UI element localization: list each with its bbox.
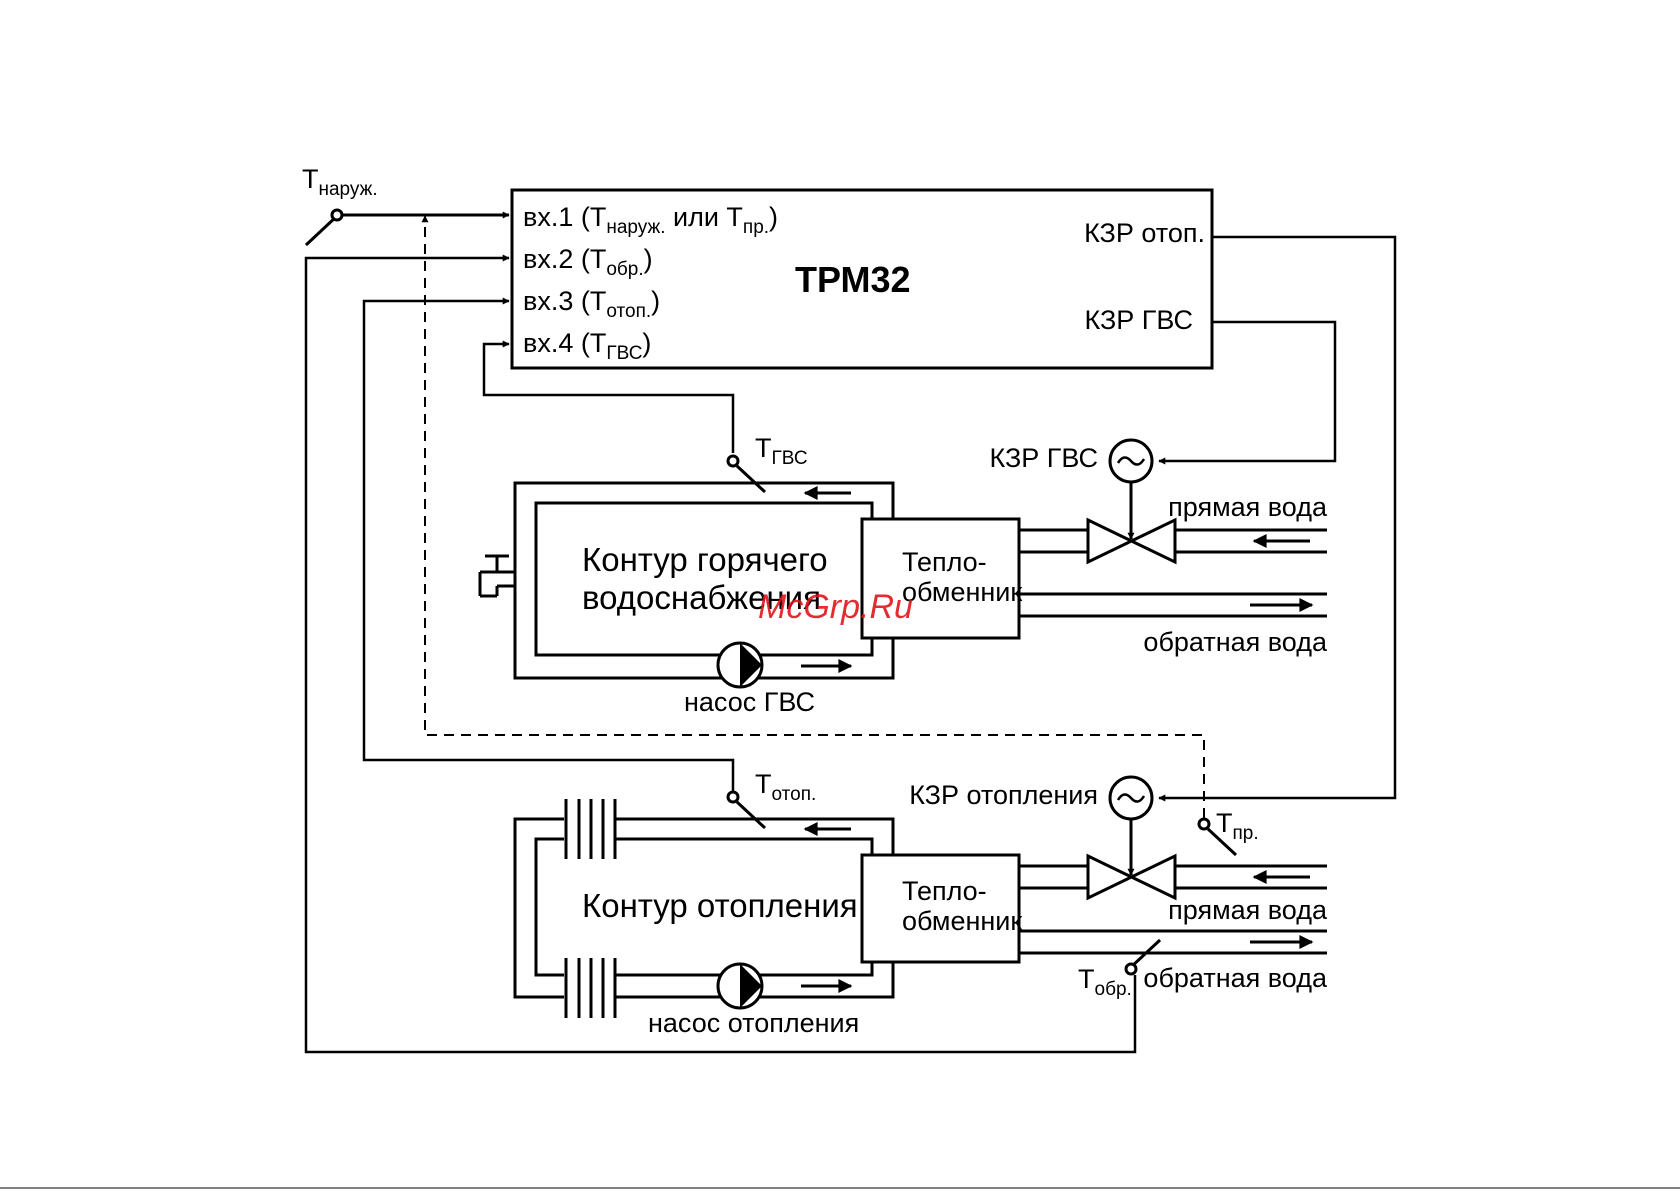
- heating-circuit: Контур отопления Tотоп.: [513, 769, 1328, 1038]
- controller-title: ТРМ32: [795, 259, 911, 300]
- heating-exchanger-label-line1: Тепло-: [902, 876, 987, 906]
- dhw-valve-control-link: [1158, 320, 1337, 465]
- heating-sensor-label: Tотоп.: [755, 769, 816, 805]
- dhw-valve-actuator-icon: [1108, 438, 1154, 484]
- heating-sensor-link: [362, 297, 735, 791]
- dhw-return-water-label: обратная вода: [1143, 627, 1328, 657]
- heating-supply-water-label: прямая вода: [1168, 895, 1328, 925]
- dhw-valve-label: КЗР ГВС: [990, 443, 1098, 473]
- heating-pump-label: насос отопления: [648, 1008, 859, 1038]
- outdoor-sensor-label: Tнаруж.: [302, 164, 378, 200]
- heating-sensor: Tотоп.: [726, 769, 816, 830]
- return-sensor-label: Tобр.: [1078, 964, 1132, 1000]
- heating-valve-control-link: [1158, 235, 1397, 802]
- supply-sensor-link: [421, 215, 1205, 818]
- dhw-exchanger-label-line2: обменник: [902, 577, 1022, 607]
- outdoor-sensor: Tнаруж.: [302, 164, 510, 247]
- dhw-exchanger-label-line1: Тепло-: [902, 547, 987, 577]
- dhw-circuit-name-line1: Контур горячего: [582, 541, 828, 578]
- input-3-label: вх.3 (Tотоп.): [523, 286, 660, 322]
- watermark: McGrp.Ru: [758, 588, 913, 626]
- heating-valve-label: КЗР отопления: [909, 780, 1098, 810]
- return-sensor-link: [304, 254, 1137, 1054]
- heating-pump-icon: [716, 962, 764, 1010]
- dhw-pump-label: насос ГВС: [684, 687, 815, 717]
- dhw-valve-icon: [1086, 482, 1177, 565]
- dhw-sensor-label: TГВС: [755, 433, 808, 469]
- radiator-top-icon: [564, 799, 617, 859]
- heating-return-water-label: обратная вода: [1143, 963, 1328, 993]
- heating-valve-actuator-icon: [1108, 775, 1154, 821]
- heating-valve-icon: [1086, 818, 1177, 901]
- input-2-label: вх.2 (Tобр.): [523, 244, 653, 280]
- supply-sensor-label: Tпр.: [1216, 808, 1259, 844]
- controller-trm32: ТРМ32 вх.1 (Tнаруж. или Tпр.) вх.2 (Tобр…: [510, 188, 1214, 370]
- dhw-supply-water-label: прямая вода: [1168, 492, 1328, 522]
- dhw-sensor-link: [482, 340, 735, 453]
- heating-exchanger-label-line2: обменник: [902, 906, 1022, 936]
- output-dhw-valve-label: КЗР ГВС: [1085, 305, 1193, 335]
- heating-circuit-name: Контур отопления: [582, 887, 858, 924]
- input-1-label: вх.1 (Tнаруж. или Tпр.): [523, 202, 778, 238]
- input-4-label: вх.4 (TГВС): [523, 328, 651, 364]
- dhw-circuit-name-line2: водоснабжения: [582, 579, 821, 616]
- return-sensor: Tобр.: [1078, 938, 1162, 1000]
- radiator-bottom-icon: [564, 958, 617, 1018]
- supply-sensor: Tпр.: [1197, 808, 1259, 857]
- dhw-circuit: Контур горячего водоснабжения TГВС насос…: [478, 433, 1328, 717]
- output-heating-valve-label: КЗР отоп.: [1084, 218, 1205, 248]
- dhw-sensor: TГВС: [726, 433, 808, 494]
- dhw-pump-icon: [716, 641, 764, 689]
- dhw-tap-icon: [478, 554, 515, 598]
